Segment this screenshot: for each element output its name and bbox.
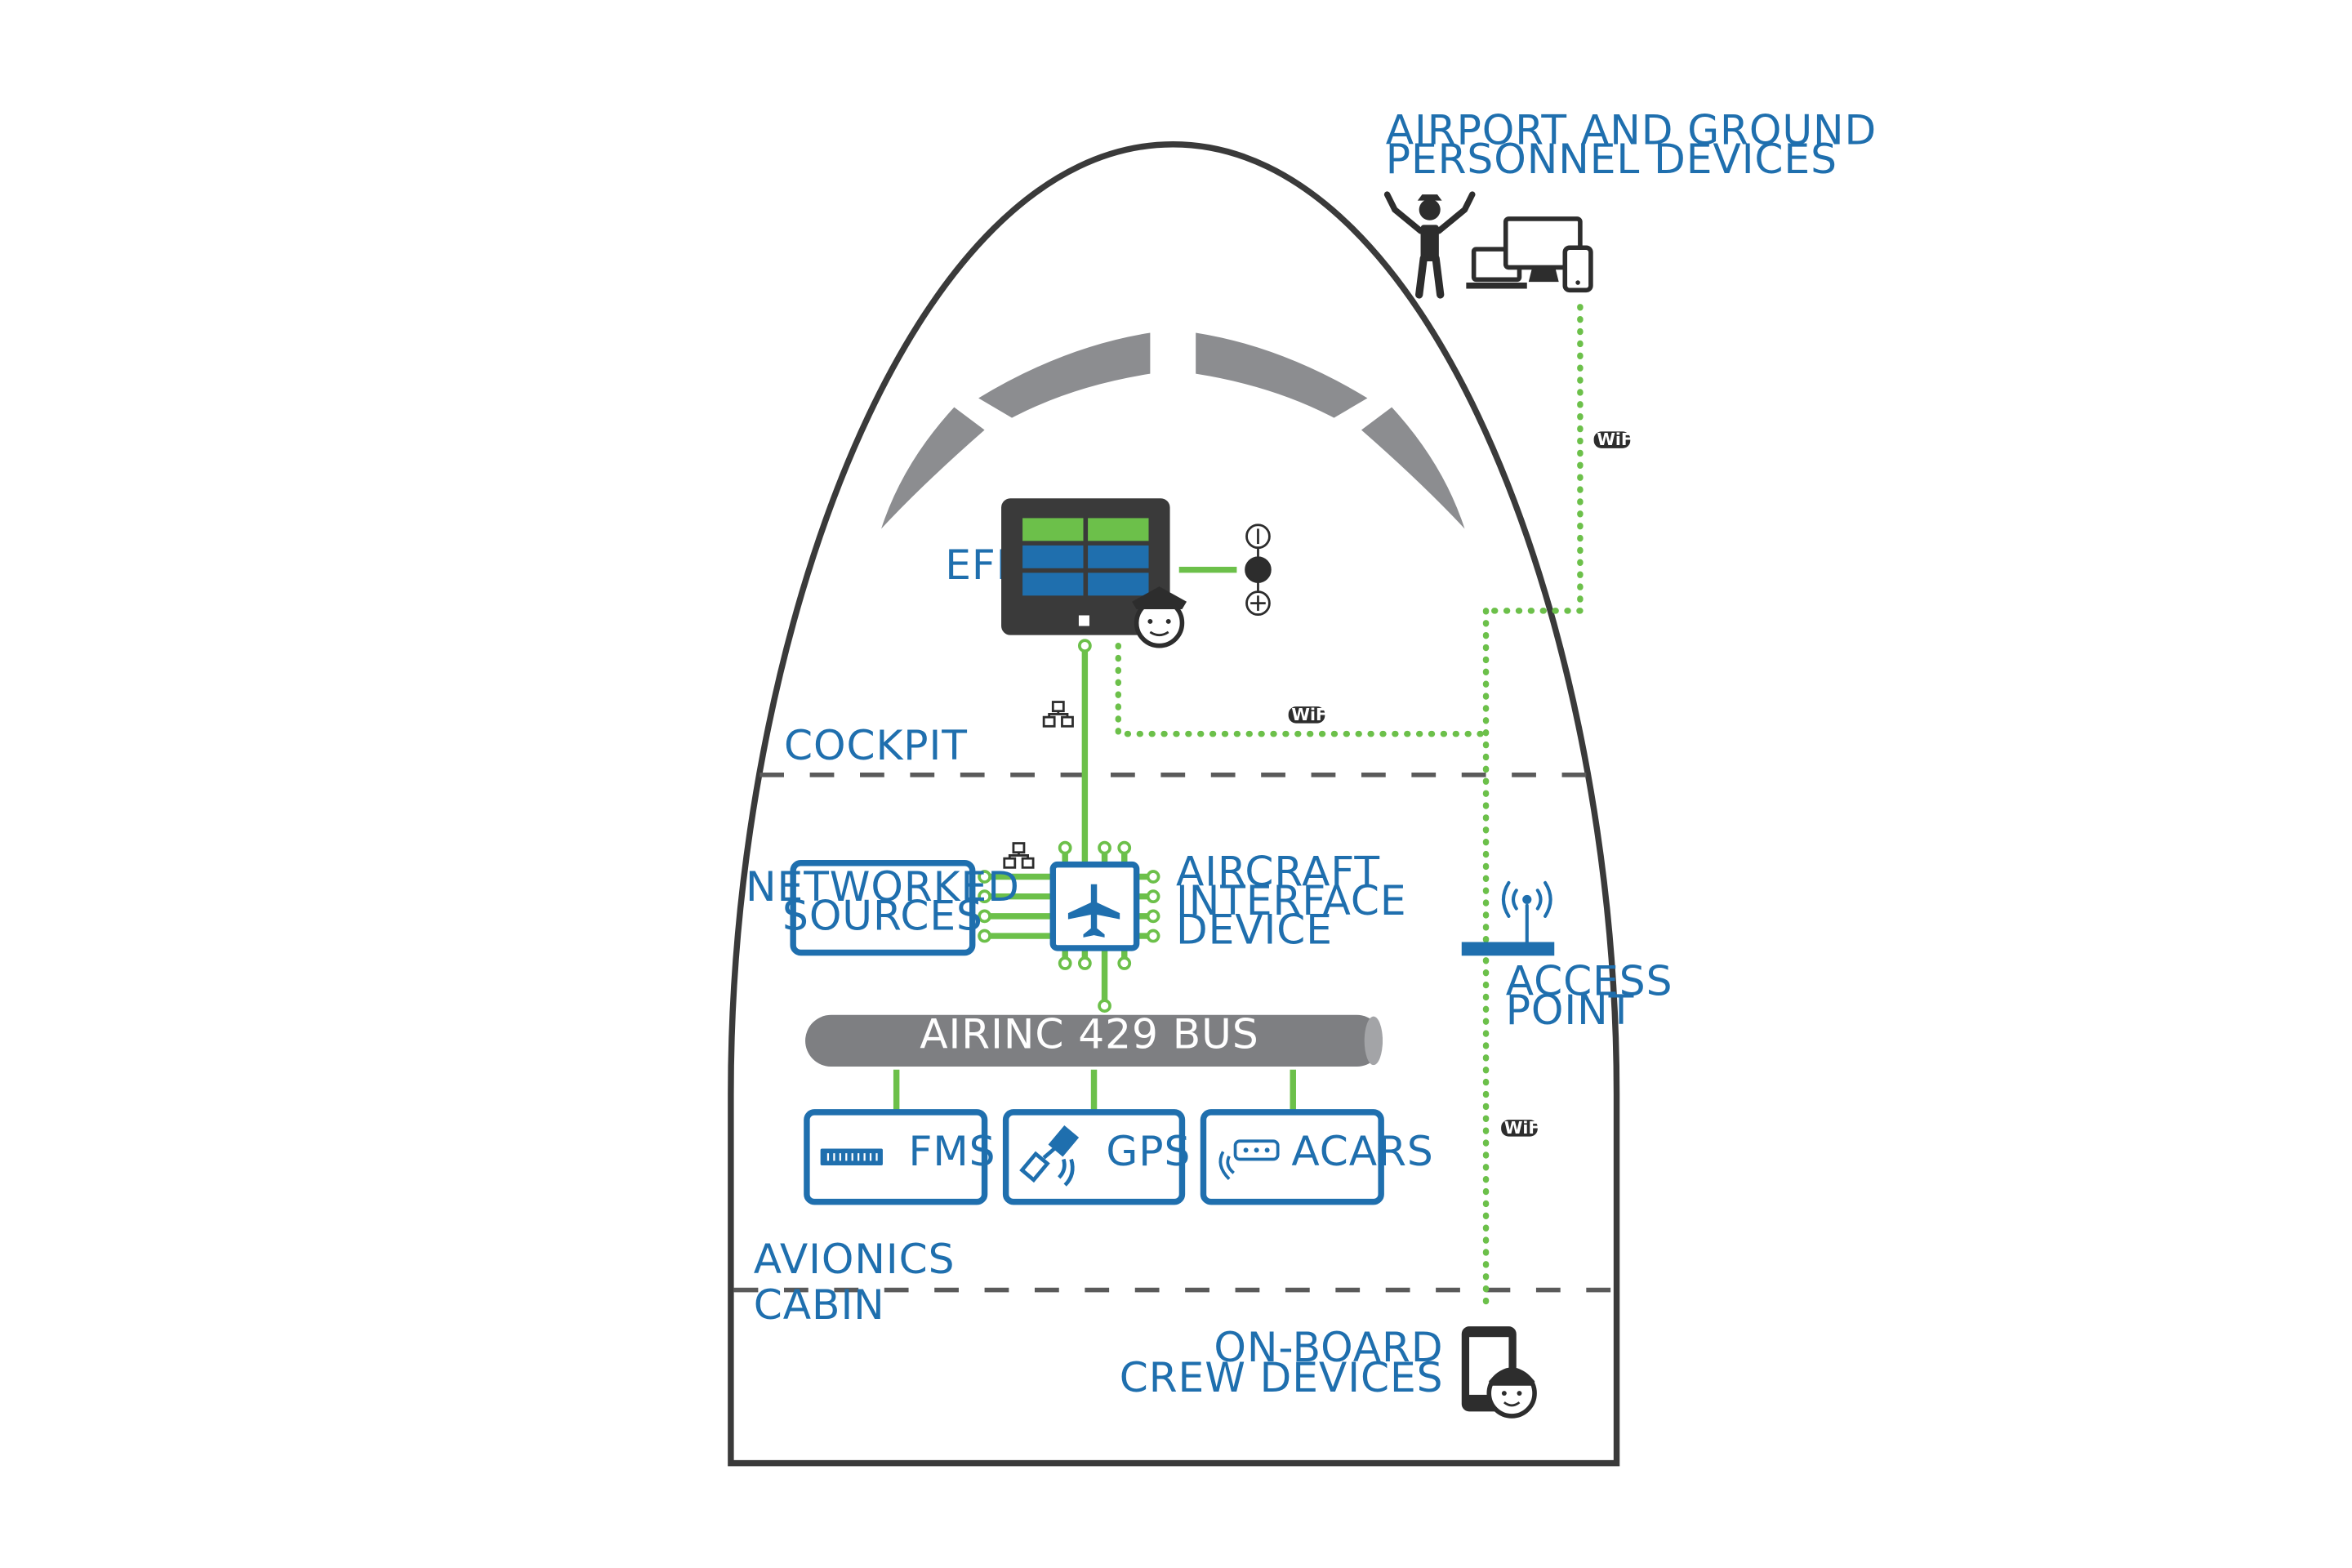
windshield [881,332,1465,529]
svg-text:WiFi: WiFi [1291,705,1333,724]
fms-box [804,1109,988,1205]
aid-label-line3: DEVICE [1176,905,1333,953]
gps-label: GPS [1106,1127,1191,1175]
aid-chip-pin-ends [978,840,1160,1013]
access-point-bar [1461,942,1555,956]
aid-label-line2: INTERFACE [1176,876,1407,924]
wifi-links [1115,304,1584,1306]
svg-text:WiFi: WiFi [1597,430,1638,449]
monitor-icon [1503,216,1583,283]
access-point-label-line1: ACCESS [1506,957,1673,1005]
networked-sources-label-line1: NETWORKED [746,862,1020,911]
airport-devices-label-line1: AIRPORT AND GROUND [1386,106,1877,154]
connector-icon [1245,523,1272,616]
svg-text:WiFi: WiFi [1504,1118,1546,1138]
networked-sources-label-line2: SOURCES [782,892,983,940]
cockpit-label: COCKPIT [784,721,968,769]
antenna-icon [1501,880,1552,944]
crew-devices-label-line2: CREW DEVICES [1120,1353,1444,1401]
aircraft-nose-outline [728,141,1620,1467]
cabin-label: CABIN [754,1281,885,1329]
fms-unit-icon [820,1148,883,1165]
networked-sources-box [790,860,976,956]
ground-crew-icon [1383,191,1476,299]
network-icon [1042,701,1074,728]
airport-devices-label-line2: PERSONNEL DEVICES [1386,135,1838,183]
efb-tablet-icon [1001,498,1170,635]
bus-label: AIRINC 429 BUS [920,1010,1258,1058]
aid-label-line1: AIRCRAFT [1176,848,1380,896]
wifi-icon: WiFi [1501,1118,1545,1138]
avionics-label: AVIONICS [754,1235,956,1283]
satellite-icon [1019,1125,1080,1187]
crew-member-icon [1486,1367,1537,1419]
pilot-icon [1132,586,1187,648]
link-node [1078,639,1092,653]
gps-box [1002,1109,1186,1205]
crew-devices-label-line1: ON-BOARD [1214,1323,1443,1371]
acars-box [1200,1109,1384,1205]
phone-icon [1562,245,1593,293]
acars-label: ACARS [1291,1127,1433,1175]
airplane-icon [1067,884,1120,938]
wifi-icon: WiFi [1593,430,1638,449]
network-icon [1003,842,1035,869]
bus-links [893,1069,1296,1111]
fms-label: FMS [909,1127,996,1175]
wifi-icon: WiFi [1288,705,1333,724]
acars-icon [1218,1139,1280,1181]
airinc-bus [805,1014,1383,1067]
access-point-label-line2: POINT [1506,986,1635,1034]
